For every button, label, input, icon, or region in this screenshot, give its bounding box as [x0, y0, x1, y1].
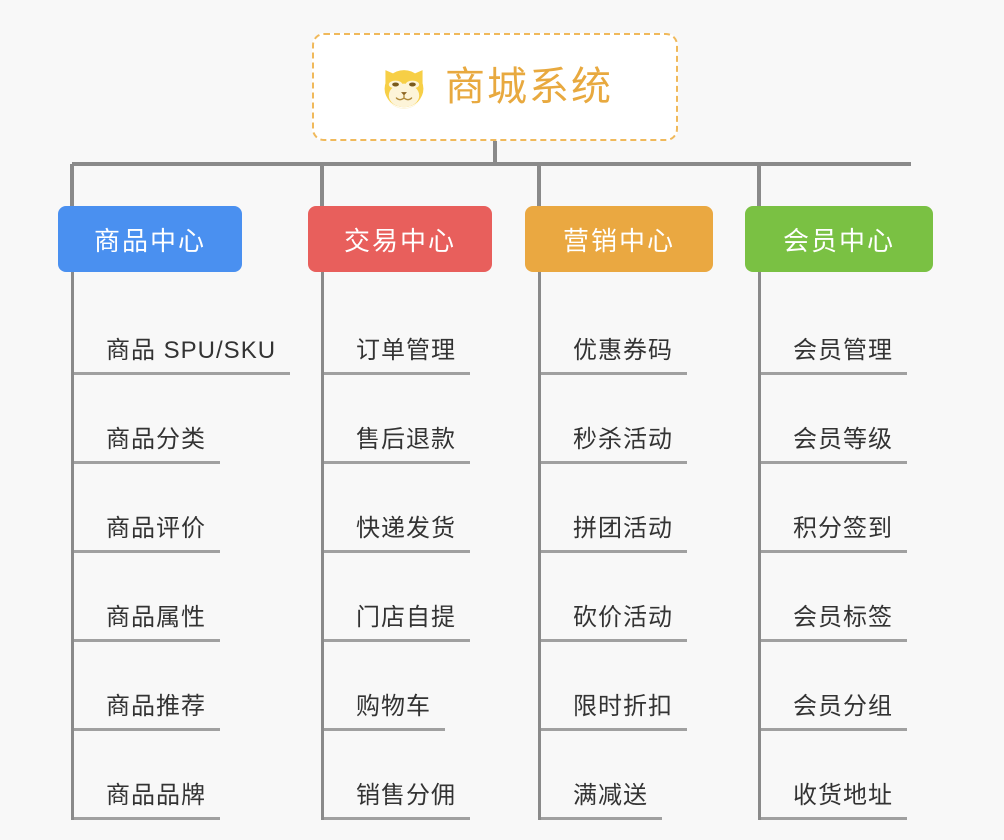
leaf-item[interactable]: 商品评价 [74, 464, 242, 553]
leaf-label: 售后退款 [324, 425, 470, 464]
leaf-item[interactable]: 满减送 [541, 731, 713, 820]
leaf-item[interactable]: 优惠券码 [541, 286, 713, 375]
leaf-item[interactable]: 会员管理 [761, 286, 933, 375]
leaf-label: 购物车 [324, 692, 445, 731]
leaf-label: 商品评价 [74, 514, 220, 553]
leaf-list-3: 会员管理 会员等级 积分签到 会员标签 会员分组 收货地址 [758, 272, 933, 820]
root-node[interactable]: 商城系统 [312, 33, 678, 141]
branch-header-0[interactable]: 商品中心 [58, 206, 242, 272]
leaf-label: 商品 SPU/SKU [74, 336, 291, 375]
leaf-label: 商品品牌 [74, 781, 220, 820]
leaf-label: 限时折扣 [541, 692, 687, 731]
branch-header-3[interactable]: 会员中心 [745, 206, 933, 272]
branch-label-1: 交易中心 [343, 225, 456, 256]
root-title: 商城系统 [445, 65, 613, 109]
leaf-list-1: 订单管理 售后退款 快递发货 门店自提 购物车 销售分佣 [321, 272, 492, 820]
leaf-label: 订单管理 [324, 336, 470, 375]
leaf-item[interactable]: 拼团活动 [541, 464, 713, 553]
leaf-item[interactable]: 会员等级 [761, 375, 933, 464]
leaf-label: 商品推荐 [74, 692, 220, 731]
leaf-item[interactable]: 收货地址 [761, 731, 933, 820]
leaf-item[interactable]: 销售分佣 [324, 731, 492, 820]
leaf-label: 会员标签 [761, 603, 907, 642]
leaf-label: 商品分类 [74, 425, 220, 464]
leaf-label: 砍价活动 [541, 603, 687, 642]
leaf-label: 满减送 [541, 781, 662, 820]
leaf-label: 会员分组 [761, 692, 907, 731]
shiba-dog-face-icon [384, 70, 424, 109]
leaf-label: 会员等级 [761, 425, 907, 464]
branch-label-3: 会员中心 [782, 225, 895, 256]
leaf-item[interactable]: 限时折扣 [541, 642, 713, 731]
leaf-item[interactable]: 会员标签 [761, 553, 933, 642]
leaf-label: 快递发货 [324, 514, 470, 553]
leaf-label: 拼团活动 [541, 514, 687, 553]
leaf-item[interactable]: 积分签到 [761, 464, 933, 553]
branch-column-3: 会员中心 会员管理 会员等级 积分签到 会员标签 会员分组 收货地址 [745, 206, 933, 820]
leaf-item[interactable]: 砍价活动 [541, 553, 713, 642]
leaf-list-0: 商品 SPU/SKU 商品分类 商品评价 商品属性 商品推荐 商品品牌 [71, 272, 291, 820]
leaf-item[interactable]: 购物车 [324, 642, 492, 731]
leaf-label: 商品属性 [74, 603, 220, 642]
leaf-label: 销售分佣 [324, 781, 470, 820]
leaf-item[interactable]: 快递发货 [324, 464, 492, 553]
branch-header-2[interactable]: 营销中心 [525, 206, 713, 272]
leaf-item[interactable]: 会员分组 [761, 642, 933, 731]
leaf-item[interactable]: 商品推荐 [74, 642, 242, 731]
leaf-label: 秒杀活动 [541, 425, 687, 464]
leaf-item[interactable]: 订单管理 [324, 286, 492, 375]
leaf-label: 收货地址 [761, 781, 907, 820]
branch-label-2: 营销中心 [562, 225, 675, 256]
branch-column-0: 商品中心 商品 SPU/SKU 商品分类 商品评价 商品属性 商品推荐 商品品牌 [58, 206, 291, 820]
branch-label-0: 商品中心 [93, 225, 206, 256]
branch-column-1: 交易中心 订单管理 售后退款 快递发货 门店自提 购物车 销售分佣 [308, 206, 492, 820]
leaf-label: 门店自提 [324, 603, 470, 642]
leaf-item[interactable]: 商品属性 [74, 553, 242, 642]
leaf-item[interactable]: 门店自提 [324, 553, 492, 642]
leaf-item[interactable]: 商品 SPU/SKU [74, 286, 291, 375]
leaf-list-2: 优惠券码 秒杀活动 拼团活动 砍价活动 限时折扣 满减送 [538, 272, 713, 820]
leaf-label: 积分签到 [761, 514, 907, 553]
branch-header-1[interactable]: 交易中心 [308, 206, 492, 272]
leaf-label: 会员管理 [761, 336, 907, 375]
branch-column-2: 营销中心 优惠券码 秒杀活动 拼团活动 砍价活动 限时折扣 满减送 [525, 206, 713, 820]
leaf-item[interactable]: 售后退款 [324, 375, 492, 464]
leaf-item[interactable]: 秒杀活动 [541, 375, 713, 464]
leaf-label: 优惠券码 [541, 336, 687, 375]
leaf-item[interactable]: 商品品牌 [74, 731, 242, 820]
leaf-item[interactable]: 商品分类 [74, 375, 242, 464]
